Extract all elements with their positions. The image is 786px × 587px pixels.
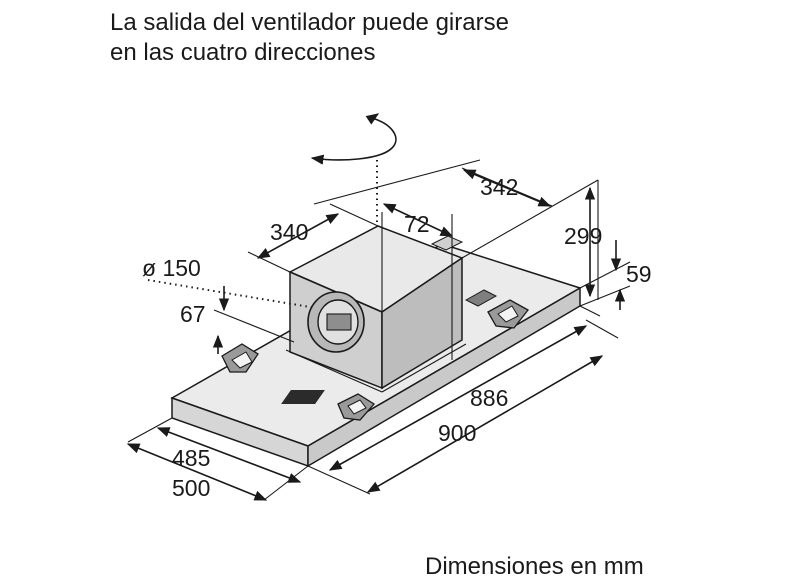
rotation-arrow-icon — [310, 113, 397, 165]
label-886: 886 — [470, 385, 508, 411]
fan-outlet — [307, 291, 365, 353]
dimension-150: ø 150 — [142, 255, 317, 309]
label-342: 342 — [480, 174, 518, 200]
label-72: 72 — [404, 211, 430, 237]
dimension-72: 72 — [381, 203, 454, 360]
label-485: 485 — [172, 445, 210, 471]
mounting-bracket-left — [221, 343, 259, 373]
label-59: 59 — [626, 261, 652, 287]
label-340: 340 — [270, 219, 308, 245]
label-900: 900 — [438, 420, 476, 446]
dimension-59: 59 — [579, 240, 652, 310]
label-299: 299 — [564, 223, 602, 249]
label-500: 500 — [172, 475, 210, 501]
dimension-340: 340 — [247, 159, 481, 273]
mounting-bracket-right — [487, 299, 529, 329]
dimension-67: 67 — [180, 286, 295, 354]
dimension-342: 342 — [461, 167, 599, 259]
top-pad — [430, 235, 498, 307]
label-150: ø 150 — [142, 255, 201, 281]
dimension-299: 299 — [564, 180, 602, 300]
units-note: Dimensiones en mm — [425, 553, 644, 580]
label-67: 67 — [180, 301, 206, 327]
diagram-caption: La salida del ventilador puede girarse e… — [110, 8, 509, 68]
caption-line-2: en las cuatro direcciones — [110, 39, 376, 66]
dimension-886-900: 886 900 — [307, 305, 619, 495]
dimension-485-500: 485 500 — [126, 417, 309, 501]
control-panel — [281, 390, 325, 404]
caption-line-1: La salida del ventilador puede girarse — [110, 9, 509, 36]
